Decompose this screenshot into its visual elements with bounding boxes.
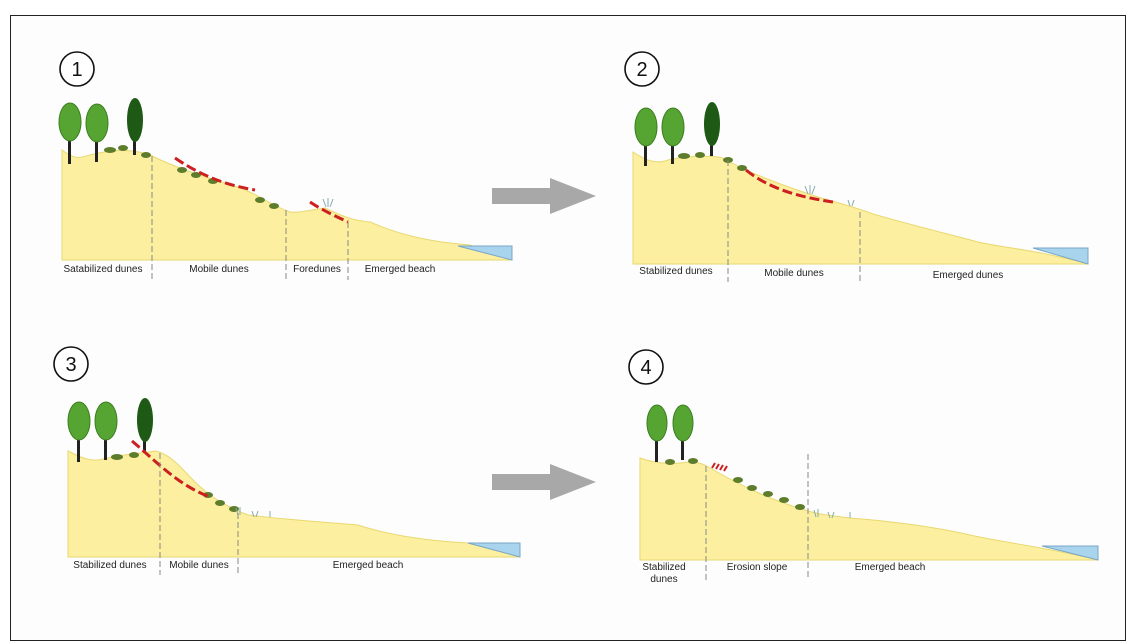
dune-profile [632,151,1089,265]
panel-3: 3 Stabilized dunes Mobile dunes Emerged … [48,345,568,585]
erosion-marks [711,462,728,472]
panel-4-drawing: 4 [628,349,1099,580]
tree-icon [661,107,685,164]
panel-2-number-circle [624,51,660,87]
tree-icon [58,102,82,164]
sea-water [467,542,521,558]
shrub-icon [665,458,805,510]
dune-profile [639,457,1099,561]
dune-profile [61,148,513,261]
panel-3-number-circle [53,346,89,382]
zone-label: Emerged beach [854,562,926,573]
panel-2-number: 2 [636,59,647,81]
tree-icon [94,401,118,460]
zone-label: Stabilized dunes [73,560,147,571]
tree-icon [127,98,143,155]
panel-2: 2 Stabilized dunes Mobile dunes Emerged … [618,51,1131,292]
panel-2-drawing: 2 [624,51,1089,282]
tree-icon [634,107,658,166]
sea-water [457,245,513,261]
zone-label: Emerged beach [364,264,436,275]
erosion-line [174,156,256,192]
zone-label: Foredunes [293,264,341,275]
dune-profile [67,450,521,558]
erosion-line [131,439,211,499]
panel-4: 4 Stabilized dunes Erosion slope Emerged… [620,349,1131,590]
grass-icon [235,507,271,518]
shrub-icon [104,145,279,209]
tree-icon [137,398,153,453]
tree-icon [646,404,668,462]
panel-1-number-circle [59,51,95,87]
panel-1: 1 [50,50,570,290]
zone-label: Stabilized dunes [639,266,713,277]
panel-1-number: 1 [71,59,82,81]
zone-label: Emerged dunes [932,270,1004,281]
panel-3-number: 3 [65,354,76,376]
zone-label: Mobile dunes [764,268,824,279]
sea-water [1041,545,1099,561]
transition-arrow [492,464,596,500]
zone-label: Satabilized dunes [63,264,143,275]
zone-label: Mobile dunes [169,560,229,571]
grass-icon [804,185,855,207]
tree-icon [67,401,91,462]
shrub-icon [678,152,747,171]
transition-arrow [492,178,596,214]
tree-icon [672,404,694,460]
panel-4-number: 4 [640,357,651,379]
tree-icon [85,103,109,162]
zone-label: Erosion slope [726,562,788,573]
zone-label: Stabilized dunes [642,562,686,585]
sea-water [1032,247,1089,265]
tree-icon [704,102,720,156]
erosion-line [309,200,349,224]
grass-icon [322,198,334,208]
panel-3-drawing: 3 [53,346,521,575]
zone-label: Mobile dunes [189,264,249,275]
grass-icon [813,509,851,519]
erosion-line [745,168,834,204]
panel-1-drawing: 1 [58,51,513,280]
zone-label: Emerged beach [332,560,404,571]
panel-4-number-circle [628,349,664,385]
